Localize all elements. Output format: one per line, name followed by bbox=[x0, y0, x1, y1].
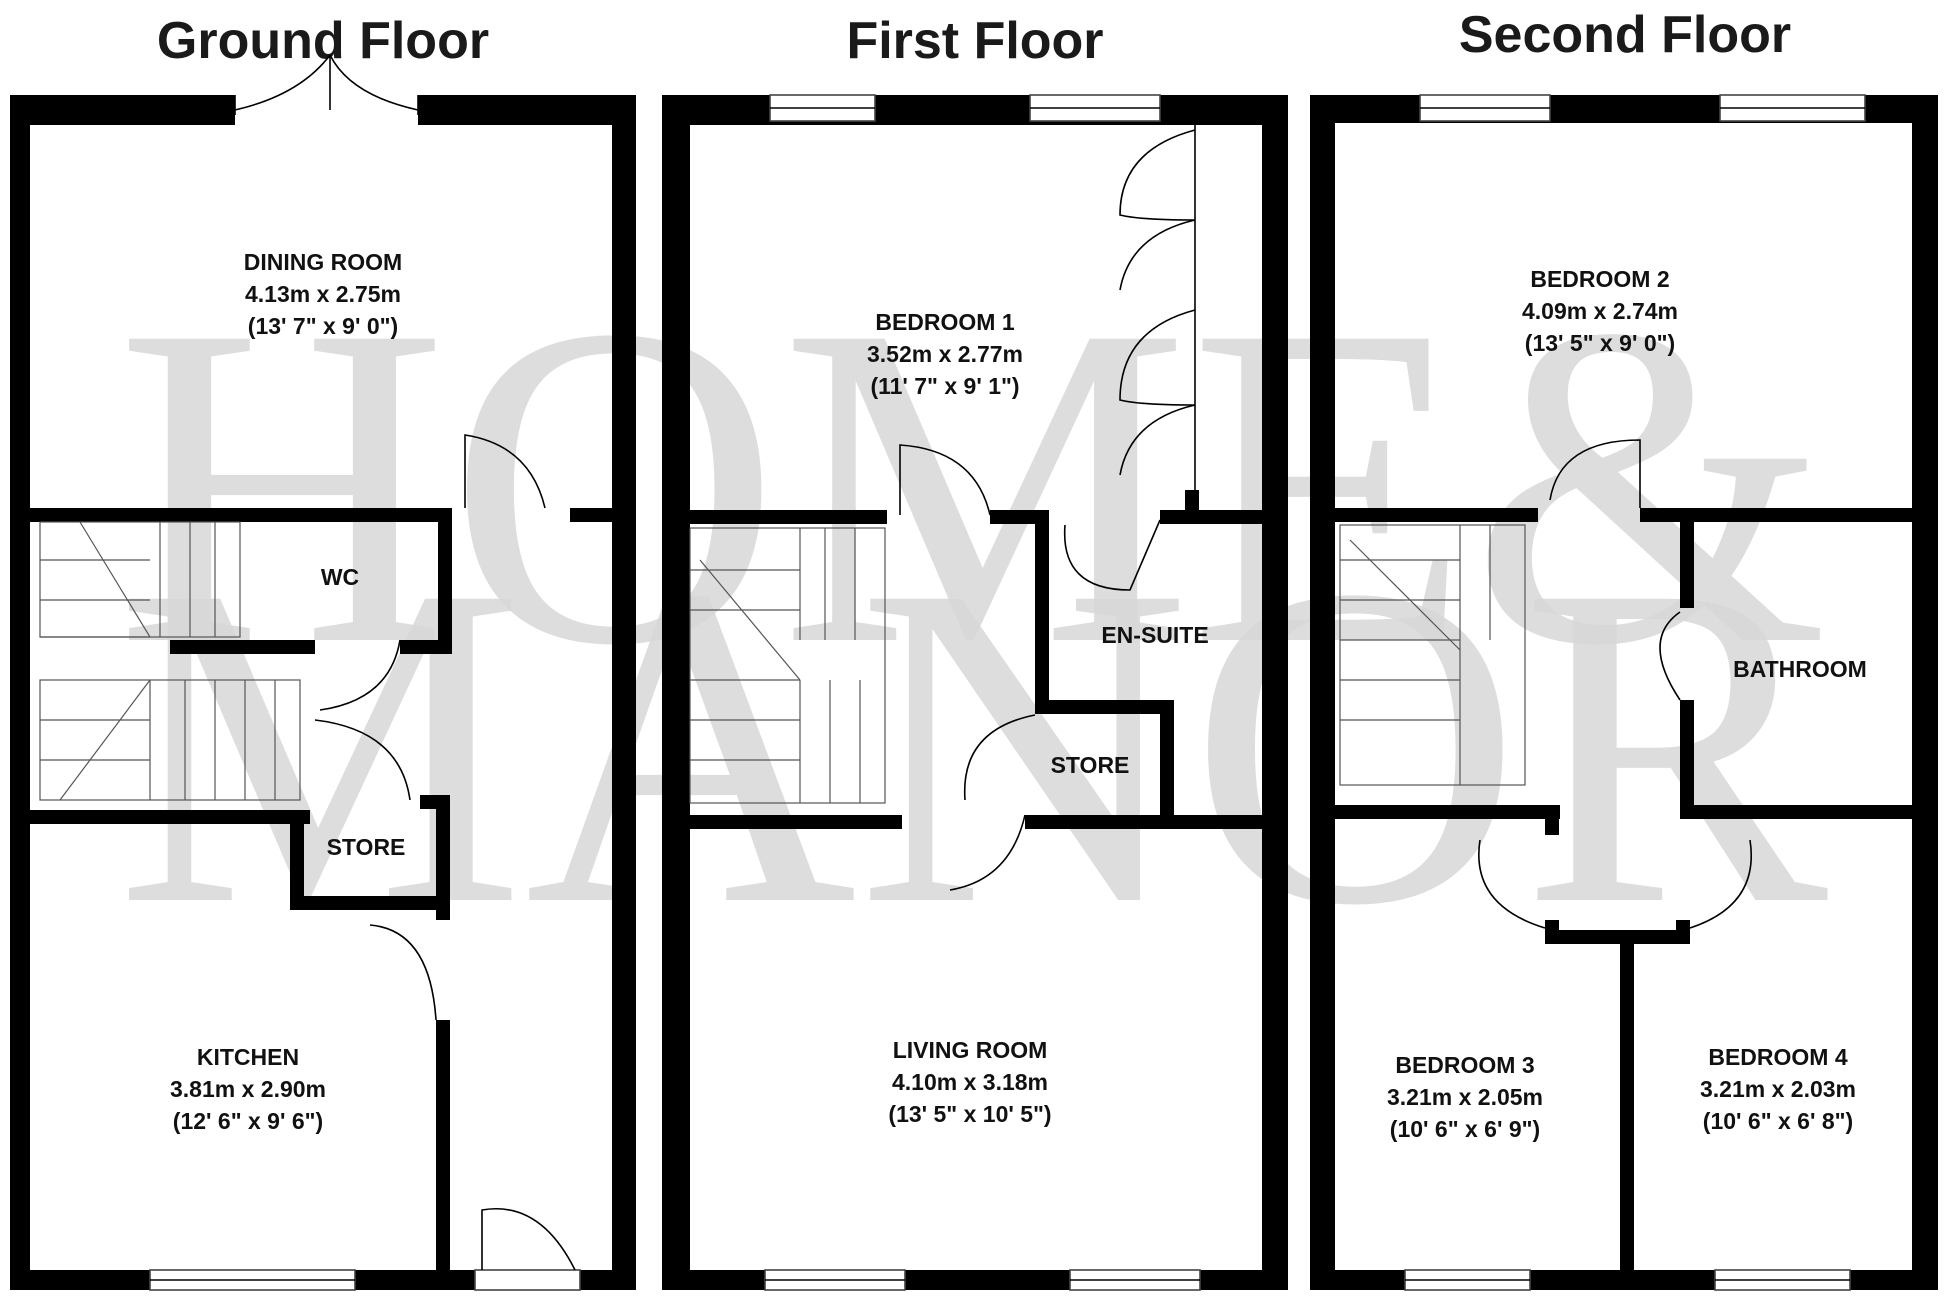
room-metric-bedroom-1: 3.52m x 2.77m bbox=[867, 341, 1023, 367]
room-metric-bedroom-3: 3.21m x 2.05m bbox=[1387, 1084, 1543, 1110]
floor-title-ground: Ground Floor bbox=[157, 12, 489, 70]
floor-title-first: First Floor bbox=[846, 12, 1103, 70]
room-metric-living-room: 4.10m x 3.18m bbox=[892, 1069, 1048, 1095]
room-label-first-store: STORE bbox=[1051, 752, 1130, 778]
room-label-dining-room: DINING ROOM bbox=[244, 249, 402, 275]
room-imperial-bedroom-1: (11' 7" x 9' 1") bbox=[870, 373, 1019, 399]
room-label-kitchen: KITCHEN bbox=[197, 1044, 299, 1070]
room-imperial-bedroom-4: (10' 6" x 6' 8") bbox=[1703, 1108, 1853, 1134]
room-label-bedroom-4: BEDROOM 4 bbox=[1708, 1044, 1848, 1070]
floor-title-second: Second Floor bbox=[1459, 6, 1791, 64]
room-label-bedroom-2: BEDROOM 2 bbox=[1530, 266, 1669, 292]
room-imperial-living-room: (13' 5" x 10' 5") bbox=[888, 1101, 1051, 1127]
room-label-living-room: LIVING ROOM bbox=[893, 1037, 1048, 1063]
watermark-line-2: MANOR bbox=[116, 490, 1831, 1000]
room-metric-bedroom-2: 4.09m x 2.74m bbox=[1522, 298, 1678, 324]
room-label-ground-store: STORE bbox=[327, 834, 406, 860]
watermark: HOME& MANOR bbox=[116, 230, 1831, 1000]
room-metric-bedroom-4: 3.21m x 2.03m bbox=[1700, 1076, 1856, 1102]
room-imperial-bedroom-2: (13' 5" x 9' 0") bbox=[1525, 330, 1675, 356]
room-label-bedroom-1: BEDROOM 1 bbox=[875, 309, 1015, 335]
room-imperial-bedroom-3: (10' 6" x 6' 9") bbox=[1390, 1116, 1540, 1142]
room-label-bathroom: BATHROOM bbox=[1733, 656, 1867, 682]
second-floor: Second Floor bbox=[1310, 6, 1938, 1291]
room-label-bedroom-3: BEDROOM 3 bbox=[1395, 1052, 1534, 1078]
ground-floor: Ground Floor bbox=[10, 12, 636, 1291]
first-floor: First Floor bbox=[662, 12, 1288, 1291]
room-label-wc: WC bbox=[321, 564, 359, 590]
watermark-line-1: HOME& bbox=[116, 230, 1828, 740]
room-imperial-dining-room: (13' 7" x 9' 0") bbox=[248, 313, 398, 339]
room-label-en-suite: EN-SUITE bbox=[1101, 622, 1208, 648]
room-imperial-kitchen: (12' 6" x 9' 6") bbox=[173, 1108, 323, 1134]
room-metric-kitchen: 3.81m x 2.90m bbox=[170, 1076, 326, 1102]
room-metric-dining-room: 4.13m x 2.75m bbox=[245, 281, 401, 307]
